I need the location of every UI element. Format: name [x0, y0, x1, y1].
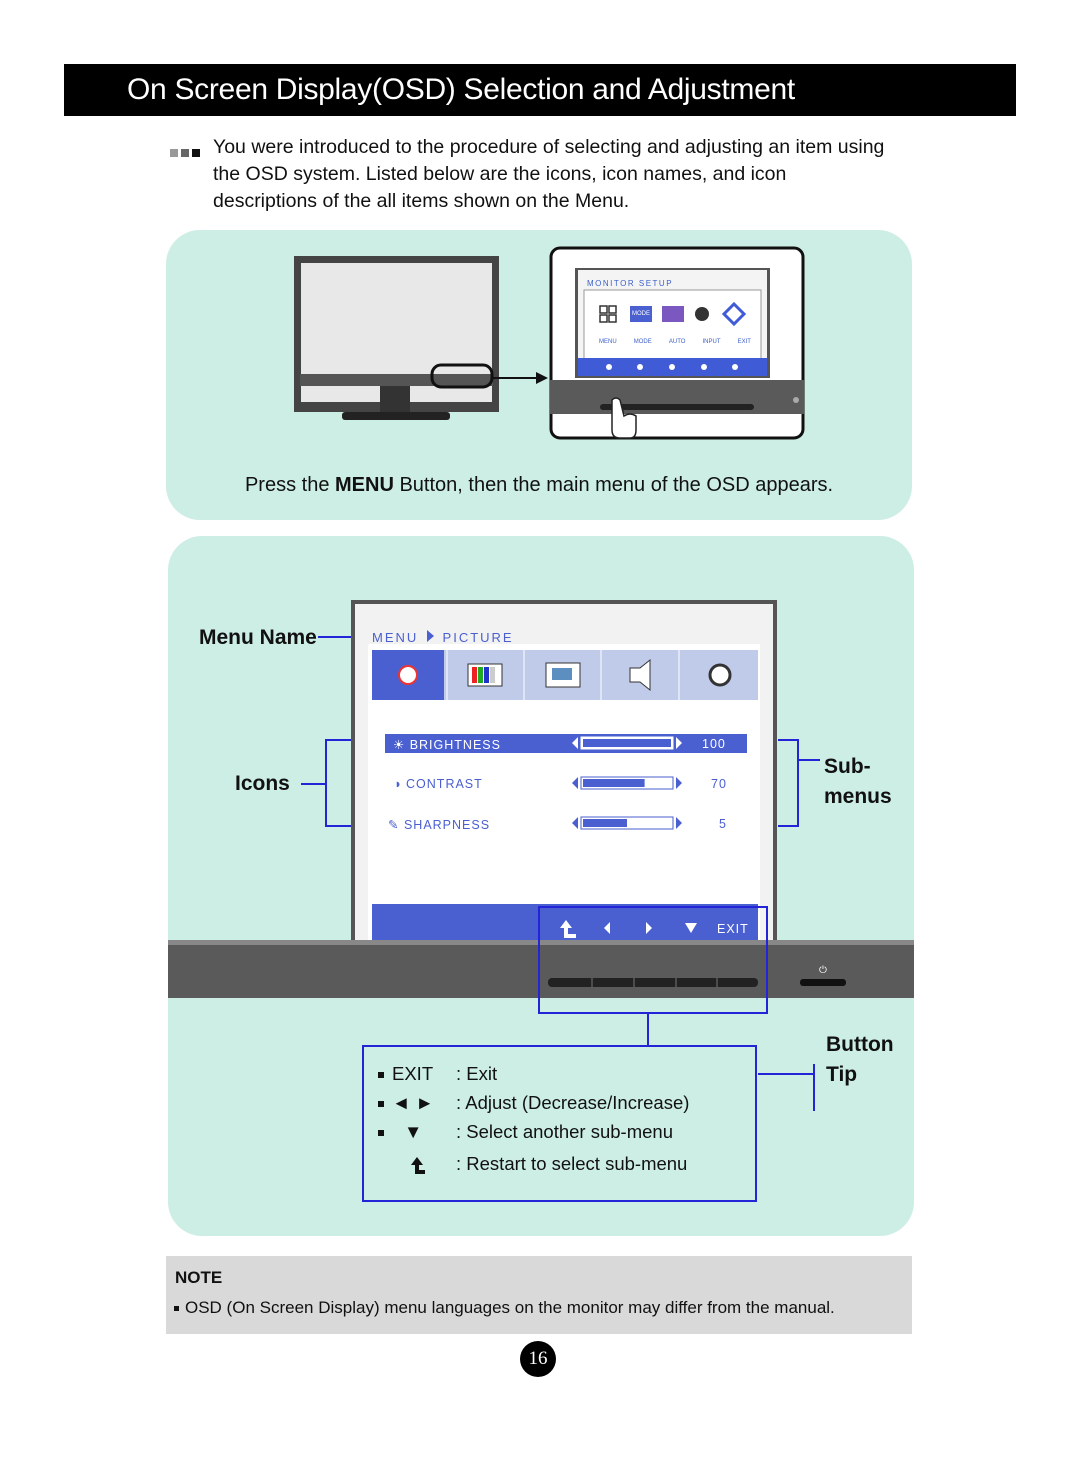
monitor-stand [342, 412, 450, 420]
mini-osd-title: MONITOR SETUP [587, 279, 674, 288]
chevron-right-icon [426, 630, 434, 642]
note-box: NOTE OSD (On Screen Display) menu langua… [166, 1256, 912, 1334]
power-icon: ⏻ [819, 965, 827, 976]
contrast-value: 70 [711, 777, 727, 791]
mini-label-menu: MENU [599, 339, 617, 345]
button-legend: EXIT : Exit ◄ ► : Adjust (Decrease/Incre… [362, 1045, 757, 1202]
brightness-icon [398, 665, 418, 685]
sharpness-value: 5 [719, 817, 727, 831]
legend-row-restart: : Restart to select sub-menu [408, 1153, 687, 1175]
button-highlight-box [538, 906, 768, 1014]
icons-label: Icons [235, 772, 290, 795]
slider-fill [583, 819, 627, 827]
slider-left-arrow-icon [572, 777, 578, 789]
button-tip-label: Button Tip [826, 1033, 894, 1086]
down-arrow-icon [685, 923, 697, 933]
right-arrow-icon [646, 922, 652, 934]
legend-row-select: ▼ : Select another sub-menu [378, 1121, 673, 1143]
slider-fill [583, 779, 645, 787]
intro-bullets [170, 144, 210, 157]
left-arrow-icon [604, 922, 610, 934]
mini-label-exit: EXIT [737, 339, 751, 345]
brightness-value: 100 [702, 737, 726, 751]
slider-left-arrow-icon [572, 817, 578, 829]
mini-label-mode: MODE [633, 339, 652, 345]
mini-label-input: INPUT [702, 339, 721, 345]
arrow-icon [536, 372, 548, 384]
page-number: 16 [520, 1341, 556, 1377]
speaker-icon [629, 658, 651, 692]
submenus-label: Sub- menus [824, 755, 892, 808]
title-bar: On Screen Display(OSD) Selection and Adj… [64, 64, 1016, 116]
menu-name-label: Menu Name [199, 626, 317, 649]
legend-row-adjust: ◄ ► : Adjust (Decrease/Increase) [378, 1092, 689, 1114]
page-title: On Screen Display(OSD) Selection and Adj… [127, 73, 795, 106]
note-title: NOTE [175, 1268, 223, 1287]
mini-osd-labels: MENU MODE AUTO INPUT EXIT [599, 339, 751, 345]
submenu-sharpness[interactable]: ✎ SHARPNESS [388, 818, 491, 832]
slider-fill [583, 739, 671, 747]
intro-text: You were introduced to the procedure of … [213, 136, 885, 212]
mini-mode-icon: MODE [632, 311, 650, 317]
slider-right-arrow-icon [676, 737, 682, 749]
gear-icon [708, 663, 732, 687]
osd-breadcrumb: MENU PICTURE [372, 630, 514, 645]
monitor-neck [380, 386, 410, 414]
slider-right-arrow-icon [676, 777, 682, 789]
note-text: OSD (On Screen Display) menu languages o… [174, 1298, 835, 1318]
slider-right-arrow-icon [676, 817, 682, 829]
mini-label-auto: AUTO [668, 339, 686, 345]
menu-keyword: MENU [335, 474, 394, 496]
step1-caption: Press the MENU Button, then the main men… [244, 474, 834, 496]
restart-icon [411, 1157, 425, 1175]
monitor-bezel [168, 940, 914, 998]
button-highlight [430, 363, 494, 389]
monitor-illustration [294, 246, 805, 440]
finger-icon [611, 397, 637, 439]
submenu-contrast[interactable]: ◑ CONTRAST [393, 777, 483, 791]
slider-left-arrow-icon [572, 737, 578, 749]
legend-row-exit: EXIT : Exit [378, 1063, 497, 1085]
osd-exit-label[interactable]: EXIT [717, 922, 749, 936]
submenu-brightness[interactable]: ☀ BRIGHTNESS [393, 738, 501, 752]
restart-icon [560, 920, 576, 938]
osd-illustration: ⏻ [168, 600, 914, 1111]
